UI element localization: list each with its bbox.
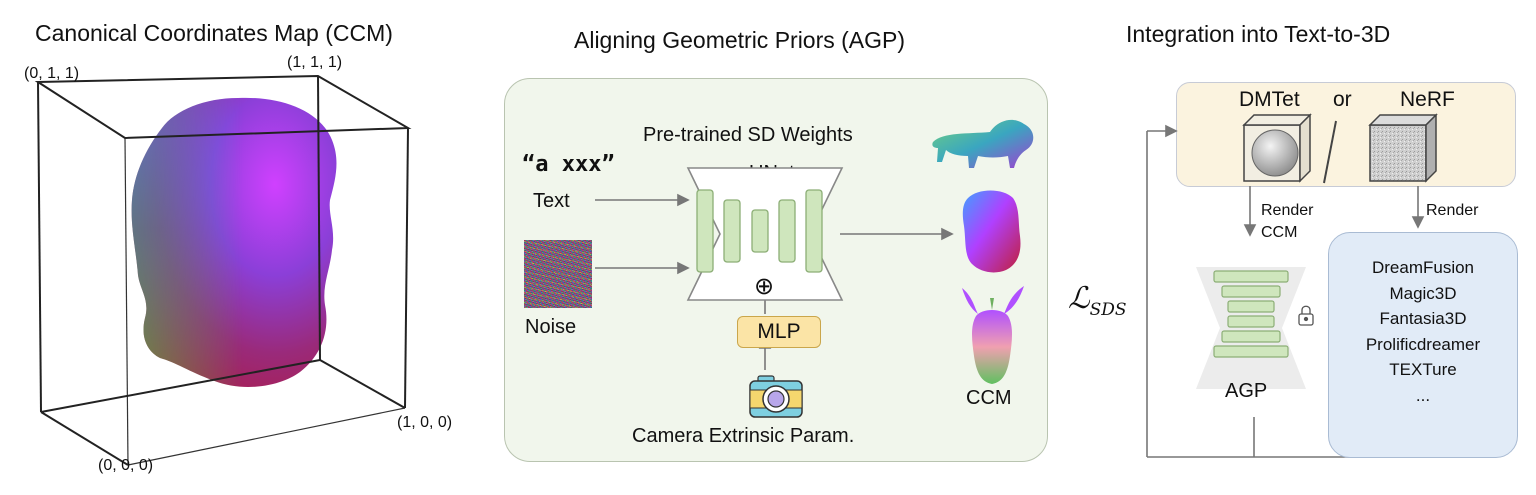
camera-icon [749, 375, 803, 418]
ccm-cube-back [124, 137, 406, 466]
noise-image [524, 240, 592, 308]
ccm-title: Canonical Coordinates Map (CCM) [35, 20, 393, 46]
render-ccm-label-1: Render [1261, 202, 1314, 219]
camera-label: Camera Extrinsic Param. [632, 425, 855, 447]
ccm-output-thumbnails [932, 119, 1034, 384]
method-item: ... [1415, 385, 1431, 405]
corner-label-000: (0, 0, 0) [98, 457, 154, 474]
loss-symbol: ℒ [1068, 281, 1090, 316]
dog-thumbnail [932, 119, 1034, 168]
render-label: Render [1426, 202, 1479, 219]
dmtet-cube-icon [1242, 113, 1312, 183]
method-item: Prolificdreamer [1365, 334, 1481, 354]
plus-icon: ⊕ [754, 273, 775, 300]
representation-panel [1176, 82, 1516, 187]
method-item: DreamFusion [1371, 258, 1475, 277]
integration-title: Integration into Text-to-3D [1126, 21, 1391, 47]
agp-title: Aligning Geometric Priors (AGP) [574, 27, 906, 53]
loss-sds-label: ℒSDS [1068, 281, 1127, 320]
corner-label-100: (1, 0, 0) [397, 414, 453, 431]
ccm-figure [34, 74, 412, 466]
ccm-head-shape [131, 97, 337, 387]
unet-blocks [696, 189, 823, 273]
methods-panel: DreamFusion Magic3D Fantasia3D Prolificd… [1328, 232, 1518, 458]
or-slash [1323, 120, 1337, 184]
text-prompt: “a xxx” [522, 152, 615, 177]
loss-subscript: SDS [1089, 300, 1127, 320]
or-label: or [1333, 88, 1352, 111]
method-item: Fantasia3D [1379, 309, 1467, 328]
agp-diagram [595, 167, 954, 418]
method-item: TEXTure [1389, 360, 1457, 379]
agp-label: AGP [1225, 380, 1268, 402]
ccm-output-label: CCM [966, 387, 1012, 409]
integration-diagram [1146, 113, 1438, 458]
corner-label-011: (0, 1, 1) [24, 65, 80, 82]
text-label: Text [533, 190, 570, 212]
lock-icon [1298, 305, 1314, 326]
corner-label-111: (1, 1, 1) [287, 54, 343, 71]
agp-icon [1196, 267, 1306, 389]
nerf-cube-icon [1368, 113, 1438, 183]
rabbit-thumbnail [962, 286, 1024, 384]
mlp-box: MLP [737, 316, 821, 348]
nerf-label: NeRF [1400, 88, 1455, 111]
dmtet-label: DMTet [1239, 88, 1300, 111]
render-ccm-label-2: CCM [1261, 224, 1298, 241]
noise-label: Noise [525, 316, 577, 338]
head-thumbnail [962, 190, 1021, 273]
ccm-cube-front [34, 74, 412, 466]
render-arrows [1243, 186, 1425, 237]
weights-label: Pre-trained SD Weights [643, 124, 853, 146]
method-item: Magic3D [1389, 283, 1457, 303]
